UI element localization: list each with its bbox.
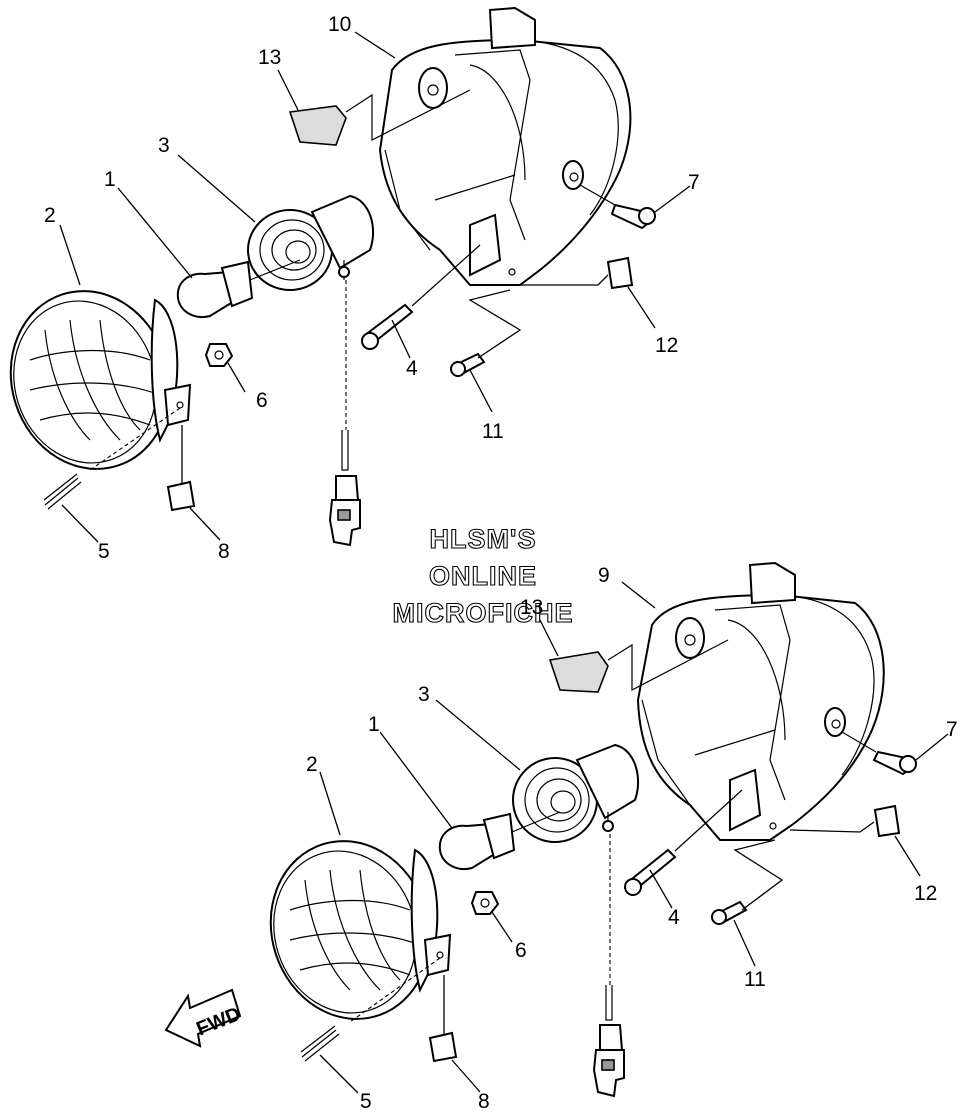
upper-cap: [288, 105, 347, 146]
lower-callout-2: 2: [306, 753, 318, 776]
upper-callout-2: 2: [44, 204, 56, 227]
lower-callout-1: 1: [368, 713, 380, 736]
upper-callout-8: 8: [218, 540, 230, 563]
watermark-line-1: HLSM'S: [430, 524, 537, 554]
lower-fasteners: [300, 731, 917, 1063]
upper-callout-11: 11: [482, 420, 504, 443]
lower-callout-5: 5: [360, 1090, 372, 1113]
lower-callout-12: 12: [914, 882, 937, 905]
lower-bulb-socket: [512, 743, 640, 1098]
upper-assembly: 10 13 3 1 2 7 4 12 6 11 5 8: [9, 6, 700, 563]
upper-callout-12: 12: [655, 334, 678, 357]
lower-lens: [269, 840, 452, 1020]
lower-callout-8: 8: [478, 1090, 490, 1113]
upper-lens: [9, 290, 192, 470]
watermark: HLSM'S ONLINE MICROFICHE: [392, 523, 574, 628]
lower-callout-4: 4: [668, 906, 680, 929]
lower-callout-6: 6: [515, 939, 527, 962]
upper-leader-lines: [59, 31, 691, 543]
upper-callout-6: 6: [256, 389, 268, 412]
lower-callout-9: 9: [598, 564, 610, 587]
upper-bulb: [176, 259, 301, 318]
lower-callout-3: 3: [418, 683, 430, 706]
upper-bulb-socket: [247, 194, 375, 547]
upper-callout-1: 1: [104, 168, 116, 191]
lower-headlight-housing: [636, 561, 885, 841]
lower-leader-lines: [319, 581, 949, 1094]
upper-callout-13: 13: [258, 46, 281, 69]
watermark-line-2: ONLINE: [429, 561, 537, 591]
lower-cap: [548, 651, 609, 693]
lower-callout-11: 11: [744, 968, 766, 991]
watermark-line-3: MICROFICHE: [393, 598, 574, 628]
lower-callout-7: 7: [946, 718, 958, 741]
lower-callout-13: 13: [520, 596, 543, 619]
lower-callouts: 9 13 3 1 2 7 4 12 6 11 5 8: [306, 564, 958, 1113]
lower-bulb: [438, 811, 561, 870]
upper-fasteners: [43, 184, 656, 512]
upper-callout-10: 10: [328, 13, 351, 36]
upper-callout-7: 7: [688, 171, 700, 194]
upper-headlight-housing: [378, 6, 632, 286]
upper-callout-4: 4: [406, 357, 418, 380]
upper-callout-5: 5: [98, 540, 110, 563]
upper-callout-3: 3: [158, 134, 170, 157]
forward-direction-arrow: FWD: [164, 988, 244, 1048]
upper-callouts: 10 13 3 1 2 7 4 12 6 11 5 8: [44, 13, 700, 563]
lower-assembly: FWD 9 13 3 1 2 7: [164, 561, 958, 1113]
